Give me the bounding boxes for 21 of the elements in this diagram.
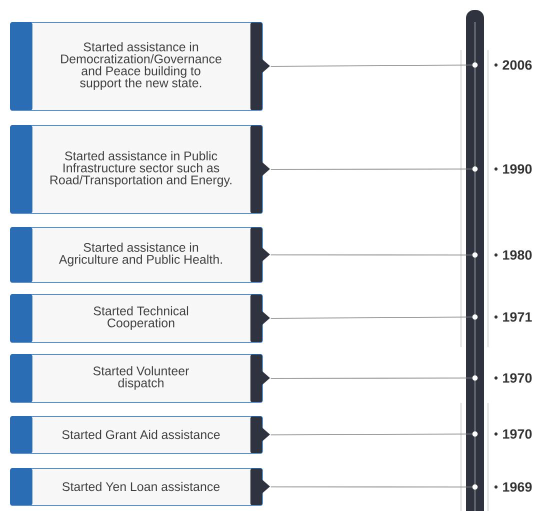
timeline-card: Started assistance in Public Infrastructure sector such as Road/Transportation and Energy. — [10, 125, 270, 214]
timeline-card: Started Volunteer dispatch — [10, 354, 270, 403]
year-label: 2006 — [502, 60, 532, 70]
connector-line — [270, 378, 473, 379]
timeline-card: Started assistance in Agriculture and Public Health. — [10, 227, 270, 283]
timeline-card: Started Technical Cooperation — [10, 294, 270, 343]
connector-line — [270, 486, 473, 488]
year-label: 1990 — [503, 164, 532, 174]
connector-line — [270, 254, 473, 256]
year-label: 1970 — [503, 429, 532, 439]
connector-line — [270, 64, 473, 67]
connector-line — [270, 168, 473, 170]
connector-line — [270, 434, 473, 436]
year-label: 1971 — [503, 312, 532, 322]
timeline-card: Started Grant Aid assistance — [10, 416, 270, 454]
year-label: 1969 — [503, 482, 532, 492]
year-label: 1970 — [503, 373, 532, 383]
timeline-card: Started assistance in Democratization/Governance and Peace building to support the new state. — [10, 22, 270, 111]
year-label: 1980 — [503, 250, 532, 260]
connector-line — [270, 316, 473, 319]
timeline-card: Started Yen Loan assistance — [10, 468, 270, 506]
